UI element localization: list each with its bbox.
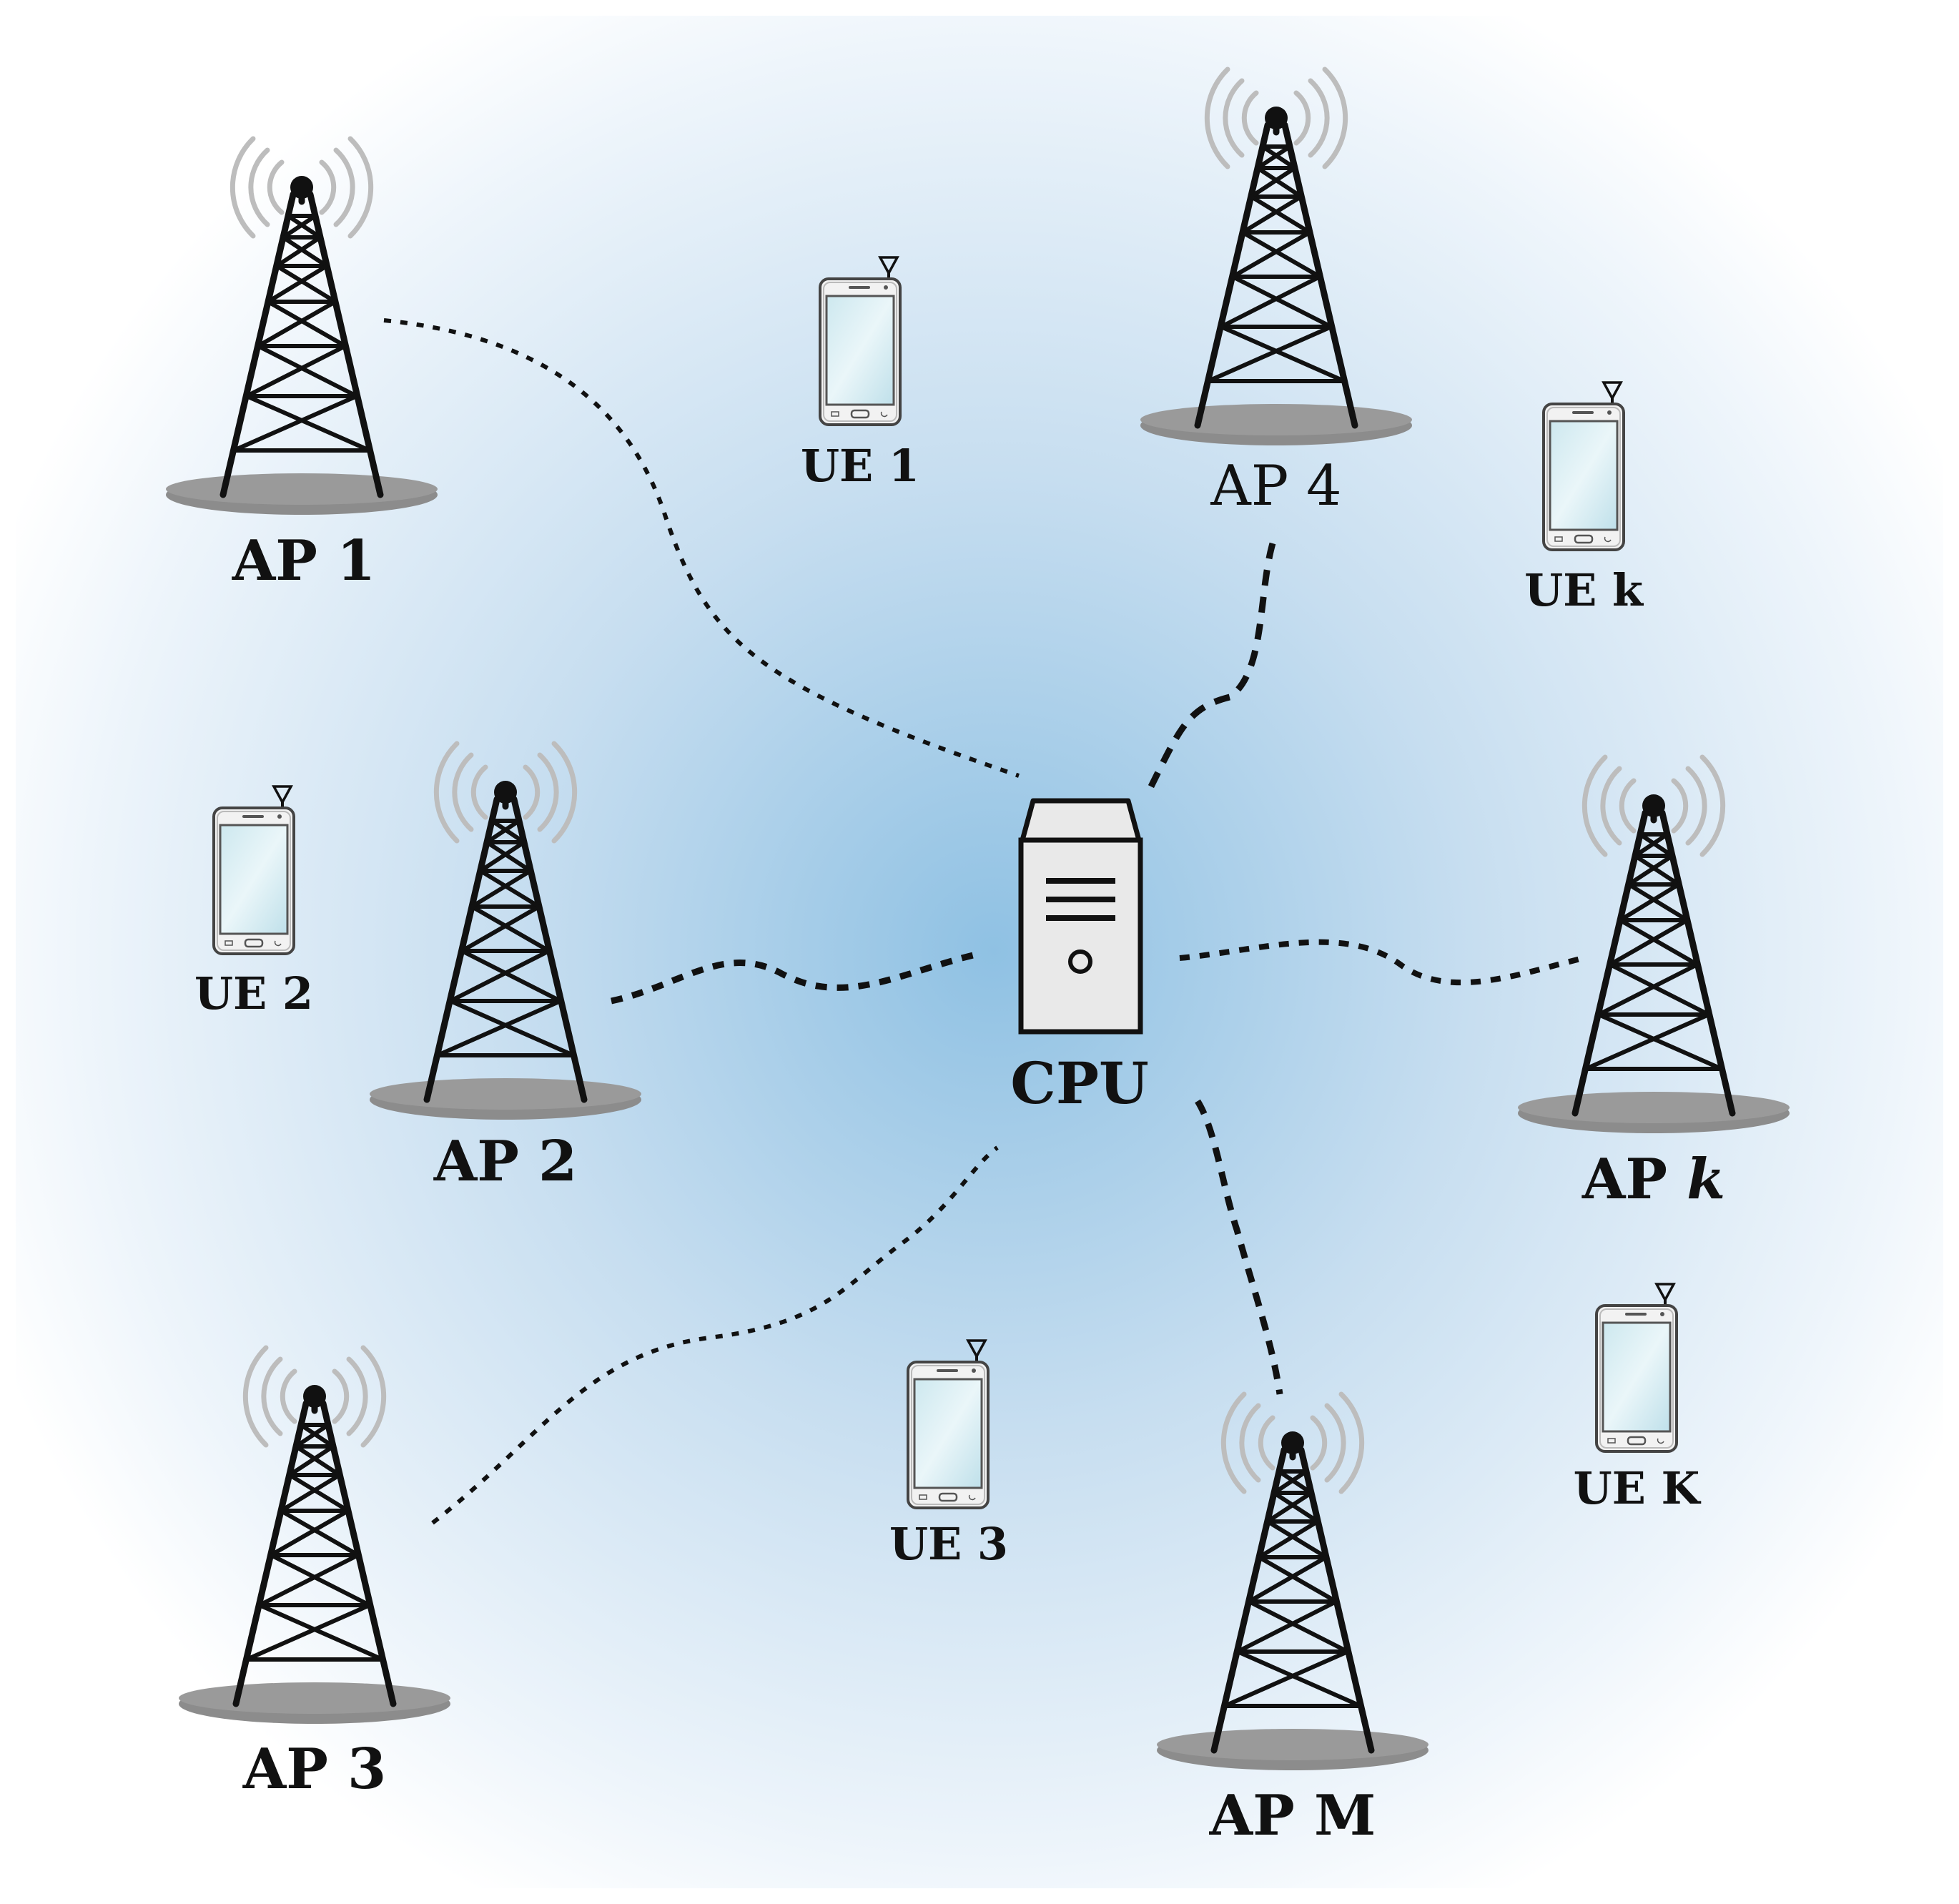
ap-label-text: AP xyxy=(1581,1147,1687,1212)
smartphone-icon xyxy=(1542,381,1625,551)
ap-label: AP 2 xyxy=(433,1129,578,1194)
background xyxy=(16,16,1943,1888)
link-ap-3 xyxy=(431,1145,999,1525)
ap-label: AP 4 xyxy=(1210,454,1342,518)
smartphone-icon xyxy=(819,256,902,426)
smartphone-icon xyxy=(907,1339,990,1509)
link-ap-k xyxy=(1179,939,1584,986)
ap-label: AP 3 xyxy=(242,1737,387,1802)
ap-label: AP k xyxy=(1582,1152,1725,1208)
smartphone-icon xyxy=(1595,1283,1678,1453)
link-ap-2 xyxy=(611,951,977,1005)
ap-label: AP 1 xyxy=(232,528,376,593)
ap-label-variable: k xyxy=(1687,1147,1726,1212)
cpu-label: CPU xyxy=(1010,1050,1149,1117)
ue-label: UE 2 xyxy=(194,967,314,1020)
ap-label: AP M xyxy=(1209,1783,1376,1848)
ue-label: UE 1 xyxy=(800,440,920,492)
backhaul-links xyxy=(383,318,1584,1525)
ue-label: UE k xyxy=(1524,564,1643,616)
smartphone-icon xyxy=(212,785,295,955)
ue-label: UE K xyxy=(1573,1462,1700,1514)
ue-label: UE 3 xyxy=(889,1518,1009,1570)
server-icon xyxy=(1018,798,1143,1035)
link-ap-m xyxy=(1195,1099,1283,1395)
link-ap-1 xyxy=(383,318,1020,778)
